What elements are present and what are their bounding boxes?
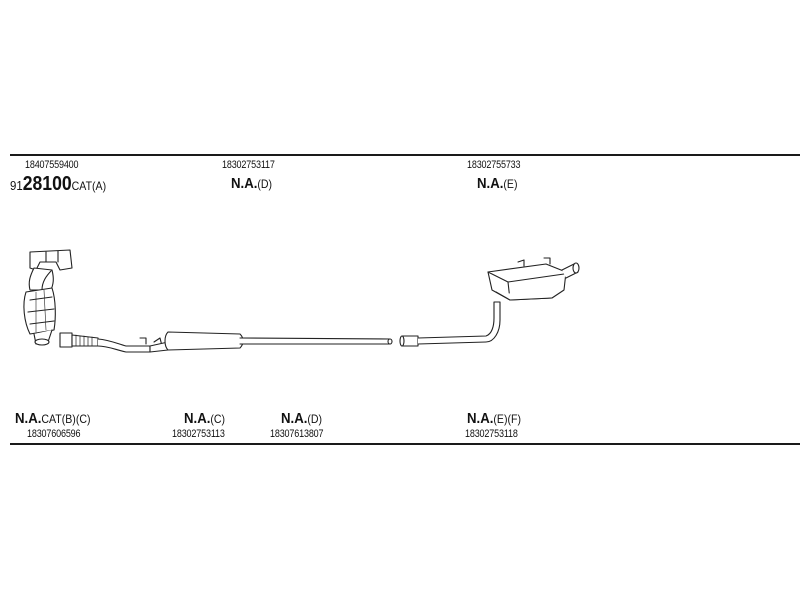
- top-code-3-suffix: (E): [503, 177, 518, 191]
- top-code-1-main: 28100: [22, 173, 72, 195]
- top-code-2: N.A.(D): [231, 176, 272, 191]
- top-code-1-prefix: 91: [10, 178, 23, 193]
- top-code-1-suffix: CAT(A): [71, 179, 107, 193]
- bottom-code-2: N.A.(C): [184, 411, 225, 426]
- bottom-code-3-main: N.A.: [281, 410, 308, 427]
- bottom-divider-line: [10, 443, 800, 445]
- centre-silencer-part: [149, 331, 393, 353]
- catalytic-converter-part: [23, 249, 73, 346]
- bottom-code-2-suffix: (C): [210, 412, 226, 426]
- top-part-number-1: 18407559400: [25, 159, 79, 171]
- top-code-3: N.A.(E): [477, 176, 517, 191]
- bottom-part-number-1: 18307606596: [27, 428, 81, 440]
- bottom-part-number-2: 18302753113: [172, 428, 225, 440]
- bottom-code-2-main: N.A.: [184, 410, 211, 427]
- bottom-part-number-4: 18302753118: [465, 428, 518, 440]
- top-part-number-2: 18302753117: [222, 159, 275, 171]
- top-divider-line: [10, 154, 800, 156]
- bottom-code-1-main: N.A.: [15, 410, 42, 427]
- rear-silencer-part: [399, 257, 580, 347]
- top-code-2-suffix: (D): [257, 177, 273, 191]
- bottom-code-1-suffix: CAT(B)(C): [41, 412, 91, 426]
- bottom-code-3-suffix: (D): [307, 412, 323, 426]
- front-pipe-part: [59, 332, 163, 353]
- bottom-code-3: N.A.(D): [281, 411, 322, 426]
- bottom-code-4: N.A.(E)(F): [467, 411, 521, 426]
- bottom-code-4-main: N.A.: [467, 410, 494, 427]
- top-code-1: 9128100CAT(A): [10, 174, 106, 194]
- bottom-part-number-3: 18307613807: [270, 428, 324, 440]
- bottom-code-4-suffix: (E)(F): [493, 412, 521, 426]
- top-code-3-main: N.A.: [477, 175, 504, 192]
- bottom-code-1: N.A.CAT(B)(C): [15, 411, 90, 426]
- top-code-2-main: N.A.: [231, 175, 258, 192]
- top-part-number-3: 18302755733: [467, 159, 521, 171]
